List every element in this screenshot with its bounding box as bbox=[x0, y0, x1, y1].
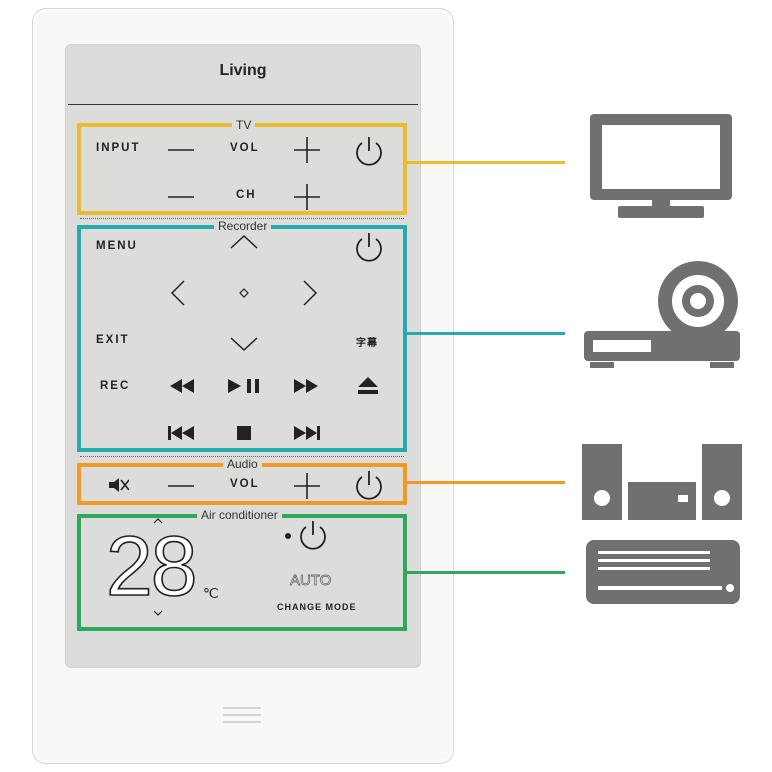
fast-forward-icon bbox=[294, 379, 318, 393]
recorder-connector-line bbox=[407, 332, 565, 335]
mute-icon bbox=[109, 478, 129, 492]
audio-power-button[interactable] bbox=[352, 468, 386, 502]
aircon-connector-line bbox=[407, 571, 565, 574]
plus-icon bbox=[294, 473, 320, 499]
power-icon bbox=[356, 233, 382, 262]
mute-button[interactable] bbox=[106, 474, 132, 496]
grip-line bbox=[223, 707, 261, 709]
audio-connector-line bbox=[407, 481, 565, 484]
tv-volume-up-button[interactable] bbox=[292, 136, 322, 164]
exit-button[interactable]: EXIT bbox=[96, 334, 130, 346]
chevron-up-icon bbox=[230, 234, 258, 249]
temperature-up-button[interactable] bbox=[150, 516, 166, 526]
ok-button[interactable] bbox=[234, 284, 254, 302]
mode-value: AUTO bbox=[290, 572, 332, 590]
air-conditioner-icon bbox=[586, 540, 740, 604]
audio-volume-down-button[interactable] bbox=[166, 476, 196, 496]
caret-up-icon bbox=[153, 518, 163, 524]
right-button[interactable] bbox=[298, 278, 322, 308]
next-button[interactable] bbox=[292, 423, 322, 443]
grip-line bbox=[223, 721, 261, 723]
eject-icon bbox=[358, 377, 378, 394]
aircon-section-label: Air conditioner bbox=[197, 509, 282, 522]
tv-vol-label: VOL bbox=[230, 142, 260, 154]
chevron-left-icon bbox=[170, 280, 185, 306]
audio-section-label: Audio bbox=[223, 458, 262, 471]
rewind-button[interactable] bbox=[168, 376, 196, 396]
plus-icon bbox=[294, 137, 320, 163]
recorder-power-button[interactable] bbox=[352, 230, 386, 264]
minus-icon bbox=[168, 485, 194, 487]
chevron-down-icon bbox=[230, 337, 258, 352]
diamond-icon bbox=[239, 288, 249, 298]
stop-button[interactable] bbox=[232, 423, 256, 443]
channel-down-button[interactable] bbox=[166, 187, 196, 207]
rec-button[interactable]: REC bbox=[100, 380, 131, 392]
menu-button[interactable]: MENU bbox=[96, 240, 138, 252]
page-title: Living bbox=[219, 62, 267, 79]
temperature-unit: ℃ bbox=[203, 585, 219, 601]
tv-icon bbox=[590, 114, 732, 218]
minus-icon bbox=[168, 149, 194, 151]
stop-icon bbox=[237, 426, 251, 440]
down-button[interactable] bbox=[228, 334, 260, 354]
channel-up-button[interactable] bbox=[292, 183, 322, 211]
grip-line bbox=[223, 714, 261, 716]
audio-volume-up-button[interactable] bbox=[292, 472, 322, 500]
tv-volume-down-button[interactable] bbox=[166, 140, 196, 160]
header-divider bbox=[68, 104, 418, 105]
play-pause-icon bbox=[228, 379, 259, 393]
recorder-section-label: Recorder bbox=[214, 220, 272, 233]
aircon-power-button[interactable] bbox=[296, 518, 330, 552]
caret-down-icon bbox=[153, 610, 163, 616]
stereo-speakers-icon bbox=[582, 444, 742, 520]
tv-connector-line bbox=[407, 161, 565, 164]
remote-screen bbox=[65, 44, 421, 668]
home-button[interactable] bbox=[223, 702, 261, 728]
tv-ch-label: CH bbox=[236, 189, 257, 201]
plus-icon bbox=[294, 184, 320, 210]
temperature-down-button[interactable] bbox=[150, 608, 166, 618]
input-button[interactable]: INPUT bbox=[96, 142, 141, 154]
rewind-icon bbox=[170, 379, 194, 393]
change-mode-button[interactable]: CHANGE MODE bbox=[277, 602, 357, 612]
power-icon bbox=[356, 137, 382, 166]
power-icon bbox=[356, 471, 382, 500]
chevron-right-icon bbox=[303, 280, 318, 306]
subtitle-button[interactable]: 字幕 bbox=[356, 338, 378, 349]
fast-forward-button[interactable] bbox=[292, 376, 320, 396]
up-button[interactable] bbox=[228, 232, 260, 252]
previous-button[interactable] bbox=[166, 423, 196, 443]
power-icon bbox=[300, 521, 326, 550]
skip-next-icon bbox=[294, 426, 320, 440]
section-divider bbox=[80, 456, 404, 457]
eject-button[interactable] bbox=[354, 374, 382, 398]
play-pause-button[interactable] bbox=[226, 376, 264, 396]
section-divider bbox=[80, 218, 404, 219]
left-button[interactable] bbox=[166, 278, 190, 308]
temperature-value: 28 bbox=[105, 519, 198, 613]
skip-previous-icon bbox=[168, 426, 194, 440]
minus-icon bbox=[168, 196, 194, 198]
audio-vol-label: VOL bbox=[230, 478, 260, 490]
disc-recorder-icon bbox=[584, 261, 740, 368]
tv-power-button[interactable] bbox=[352, 134, 386, 168]
power-status-dot bbox=[285, 533, 291, 539]
tv-section-label: TV bbox=[232, 119, 256, 132]
